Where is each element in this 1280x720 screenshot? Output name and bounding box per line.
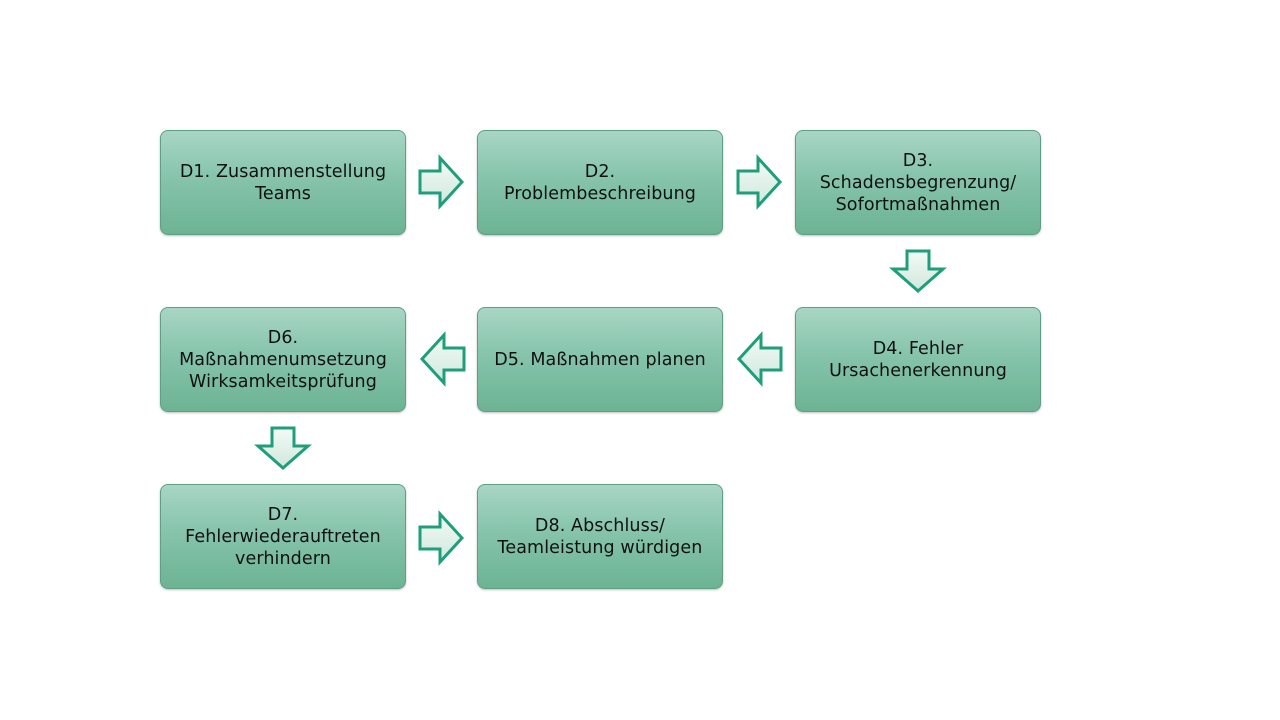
arrow-down-icon — [889, 249, 947, 293]
arrow-right-icon — [418, 510, 465, 566]
step-d6-label: D6. Maßnahmenumsetzung Wirksamkeitsprüfu… — [179, 327, 387, 392]
step-d1-label: D1. Zusammenstellung Teams — [179, 161, 387, 204]
step-d6-box: D6. Maßnahmenumsetzung Wirksamkeitsprüfu… — [160, 307, 406, 412]
step-d5-box: D5. Maßnahmen planen — [477, 307, 723, 412]
step-d8-box: D8. Abschluss/ Teamleistung würdigen — [477, 484, 723, 589]
step-d5-label: D5. Maßnahmen planen — [494, 349, 706, 370]
step-d7-box: D7. Fehlerwiederauftreten verhindern — [160, 484, 406, 589]
arrow-right-icon — [418, 154, 465, 210]
step-d3-label: D3. Schadensbegrenzung/ Sofortmaßnahmen — [819, 150, 1017, 215]
arrow-right-icon — [736, 154, 783, 210]
step-d1-box: D1. Zusammenstellung Teams — [160, 130, 406, 235]
arrow-down-icon — [254, 426, 312, 470]
step-d4-label: D4. Fehler Ursachenerkennung — [829, 338, 1007, 381]
step-d2-label: D2. Problembeschreibung — [504, 161, 696, 204]
step-d4-box: D4. Fehler Ursachenerkennung — [795, 307, 1041, 412]
arrow-left-icon — [419, 331, 466, 387]
step-d3-box: D3. Schadensbegrenzung/ Sofortmaßnahmen — [795, 130, 1041, 235]
step-d8-label: D8. Abschluss/ Teamleistung würdigen — [497, 515, 703, 558]
step-d2-box: D2. Problembeschreibung — [477, 130, 723, 235]
step-d7-label: D7. Fehlerwiederauftreten verhindern — [185, 504, 381, 569]
arrow-left-icon — [736, 331, 783, 387]
